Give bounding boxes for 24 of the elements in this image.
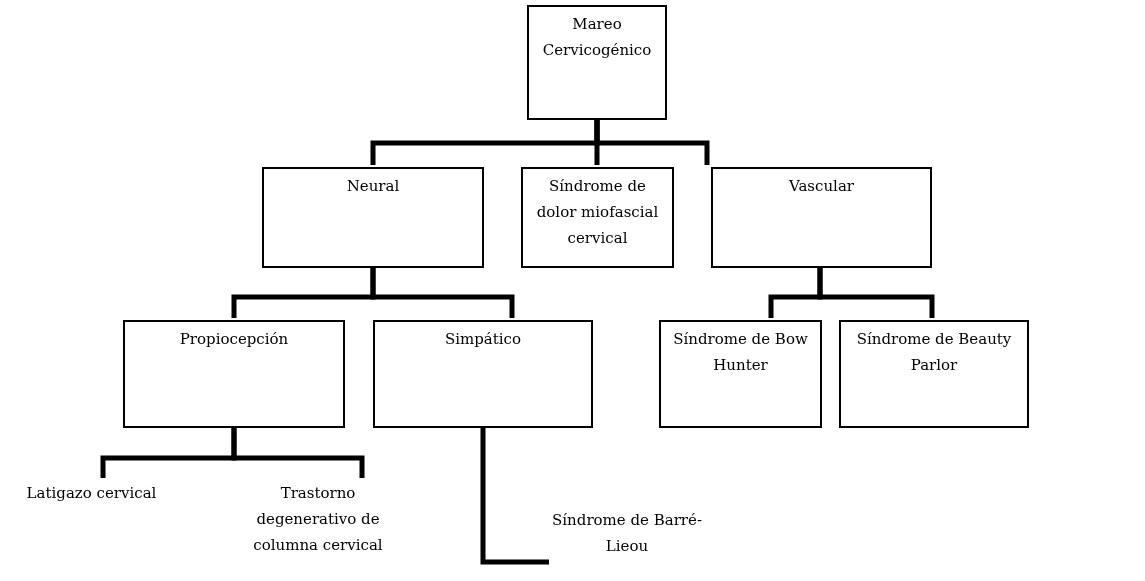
node-text: Síndrome de Barré-Lieou bbox=[552, 510, 702, 557]
node-text: Latigazo cervical bbox=[26, 483, 157, 504]
node-text: Síndrome de dolor miofascial cervical bbox=[535, 176, 660, 249]
category-box bbox=[521, 167, 674, 268]
node-text: Síndrome de Beauty Parlor bbox=[855, 329, 1013, 376]
category-box bbox=[659, 320, 822, 428]
category-box bbox=[373, 320, 593, 428]
connector-line bbox=[817, 268, 935, 318]
connector-line bbox=[370, 268, 515, 318]
connector-line bbox=[594, 120, 710, 165]
node-text: Trastorno degenerativo de columna cervical bbox=[252, 483, 384, 556]
connector-line bbox=[231, 428, 365, 478]
category-box bbox=[527, 5, 667, 120]
category-box bbox=[123, 320, 345, 428]
node-text: Neural bbox=[346, 176, 400, 197]
node-text: Propiocepción bbox=[179, 329, 289, 350]
category-box bbox=[262, 167, 484, 268]
category-box bbox=[839, 320, 1029, 428]
node-text: Vascular bbox=[788, 176, 855, 197]
node-text: Mareo Cervicogénico bbox=[541, 14, 653, 61]
node-text: Simpático bbox=[444, 329, 522, 350]
node-text: Síndrome de Bow Hunter bbox=[672, 329, 809, 376]
connector-line bbox=[480, 428, 549, 565]
category-box bbox=[711, 167, 932, 268]
